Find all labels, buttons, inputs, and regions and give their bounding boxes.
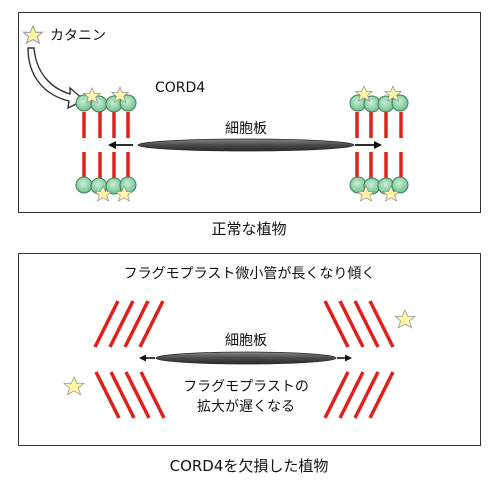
expansion-note-line2: 拡大が遅くなる <box>197 399 295 415</box>
mutant-left-lower-microtubules <box>94 371 166 419</box>
left-lower-cord4-cluster <box>75 176 137 195</box>
normal-plant-caption: 正常な植物 <box>211 220 287 238</box>
cell-plate-normal <box>137 138 355 152</box>
mutant-left-upper-microtubules <box>93 300 165 348</box>
mutant-title: フラグモプラスト微小管が長くなり傾く <box>123 266 376 282</box>
left-lower-microtubule-group <box>82 152 130 178</box>
cord4-mutant-caption: CORD4を欠損した植物 <box>169 457 329 475</box>
right-upper-microtubule-group <box>355 112 403 138</box>
left-upper-katanin-stars <box>82 85 130 104</box>
right-upper-cord4-cluster <box>349 94 409 113</box>
mutant-right-upper-microtubules <box>323 300 395 348</box>
left-lower-katanin-stars <box>93 184 134 202</box>
mutant-right-lower-microtubules <box>323 371 395 419</box>
cord4-mutant-panel <box>18 253 481 446</box>
left-upper-cord4-cluster <box>75 94 137 113</box>
katanin-legend-star-icon <box>22 24 44 45</box>
expansion-arrows-mutant <box>139 354 352 362</box>
cell-plate-mutant <box>155 351 337 365</box>
right-lower-katanin-stars <box>356 184 401 202</box>
expansion-arrows-normal <box>108 141 382 149</box>
katanin-binding-arrow-icon <box>27 47 86 110</box>
cell-plate-label-mutant: 細胞板 <box>225 333 267 349</box>
cord4-label: CORD4 <box>155 80 206 96</box>
expansion-note-line1: フラグモプラストの <box>183 379 309 395</box>
right-upper-katanin-stars <box>354 84 403 102</box>
cell-plate-label-normal: 細胞板 <box>225 121 267 137</box>
katanin-legend-label: カタニン <box>50 28 106 44</box>
free-katanin-star-left-icon <box>63 376 85 396</box>
right-lower-microtubule-group <box>355 152 403 178</box>
left-upper-microtubule-group <box>82 112 130 138</box>
free-katanin-star-right-icon <box>394 309 416 329</box>
